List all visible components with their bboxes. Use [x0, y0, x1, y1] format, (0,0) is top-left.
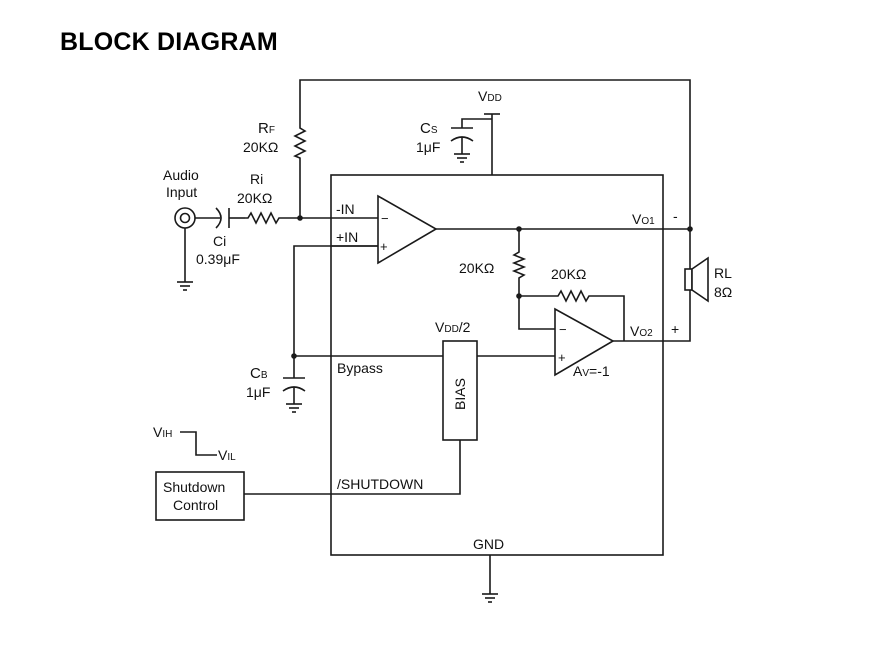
rl-value: 8Ω [714, 284, 732, 300]
gnd-ground-icon [482, 593, 498, 603]
vo1-polarity: - [673, 208, 678, 224]
cs-ground-icon [454, 153, 470, 163]
vil-label: VIL [218, 447, 236, 463]
bias-label: BIAS [452, 378, 468, 410]
opamp-2 [554, 307, 615, 377]
cs-value: 1μF [416, 139, 440, 155]
ci-label: Ci [213, 233, 226, 249]
rf-label: RF [258, 120, 275, 137]
gnd-label: GND [473, 536, 504, 552]
shutdown-control-label-2: Control [173, 497, 218, 513]
ci-value: 0.39μF [196, 251, 240, 267]
ri-label: Ri [250, 171, 263, 187]
shutdown-pin-label: /SHUTDOWN [337, 476, 423, 492]
cb-value: 1μF [246, 384, 270, 400]
r-feedback-2-value: 20KΩ [551, 266, 586, 282]
jack-ground-icon [177, 281, 193, 291]
speaker-icon [684, 229, 709, 303]
vdd-label: VDD [478, 88, 502, 104]
opamp-1-plus: + [380, 239, 388, 254]
cb-ground-icon [286, 403, 302, 413]
rf-resistor [293, 125, 307, 218]
bypass-wire [293, 245, 443, 357]
ri-resistor [245, 211, 331, 225]
pos-in-label: +IN [336, 229, 358, 245]
audio-input-label-2: Input [166, 184, 197, 200]
cs-label: CS [420, 120, 438, 137]
bias-block [442, 340, 478, 441]
audio-input-label-1: Audio [163, 167, 199, 183]
av-label: AV=-1 [573, 363, 610, 379]
opamp-1 [377, 194, 438, 265]
junction-dot [297, 215, 303, 221]
audio-jack-icon [174, 207, 196, 229]
vih-label: VIH [153, 424, 172, 440]
vdd2-label: VDD/2 [435, 319, 471, 335]
opamp-2-plus: + [558, 350, 566, 365]
vo1-label: VO1 [632, 211, 655, 227]
r-feedback-1-value: 20KΩ [459, 260, 494, 276]
rf-value: 20KΩ [243, 139, 278, 155]
shutdown-control-label-1: Shutdown [163, 479, 225, 495]
vo2-label: VO2 [630, 323, 653, 339]
ci-plate-left [215, 207, 222, 229]
vih-vil-waveform [180, 431, 217, 456]
r-feedback-2 [519, 289, 625, 341]
cs-wire [461, 118, 492, 128]
cb-label: CB [250, 365, 268, 382]
diagram-title: BLOCK DIAGRAM [60, 28, 278, 56]
shutdown-control-block [155, 471, 245, 521]
opamp-1-minus: − [381, 211, 389, 226]
shutdown-wire [244, 440, 461, 495]
vo2-polarity: + [671, 321, 679, 337]
opamp-2-minus: − [559, 322, 567, 337]
bypass-label: Bypass [337, 360, 383, 376]
ri-value: 20KΩ [237, 190, 272, 206]
neg-in-label: -IN [336, 201, 355, 217]
rl-label: RL [714, 265, 732, 281]
vo2-wire [613, 290, 691, 342]
feedback-wire [299, 79, 691, 229]
